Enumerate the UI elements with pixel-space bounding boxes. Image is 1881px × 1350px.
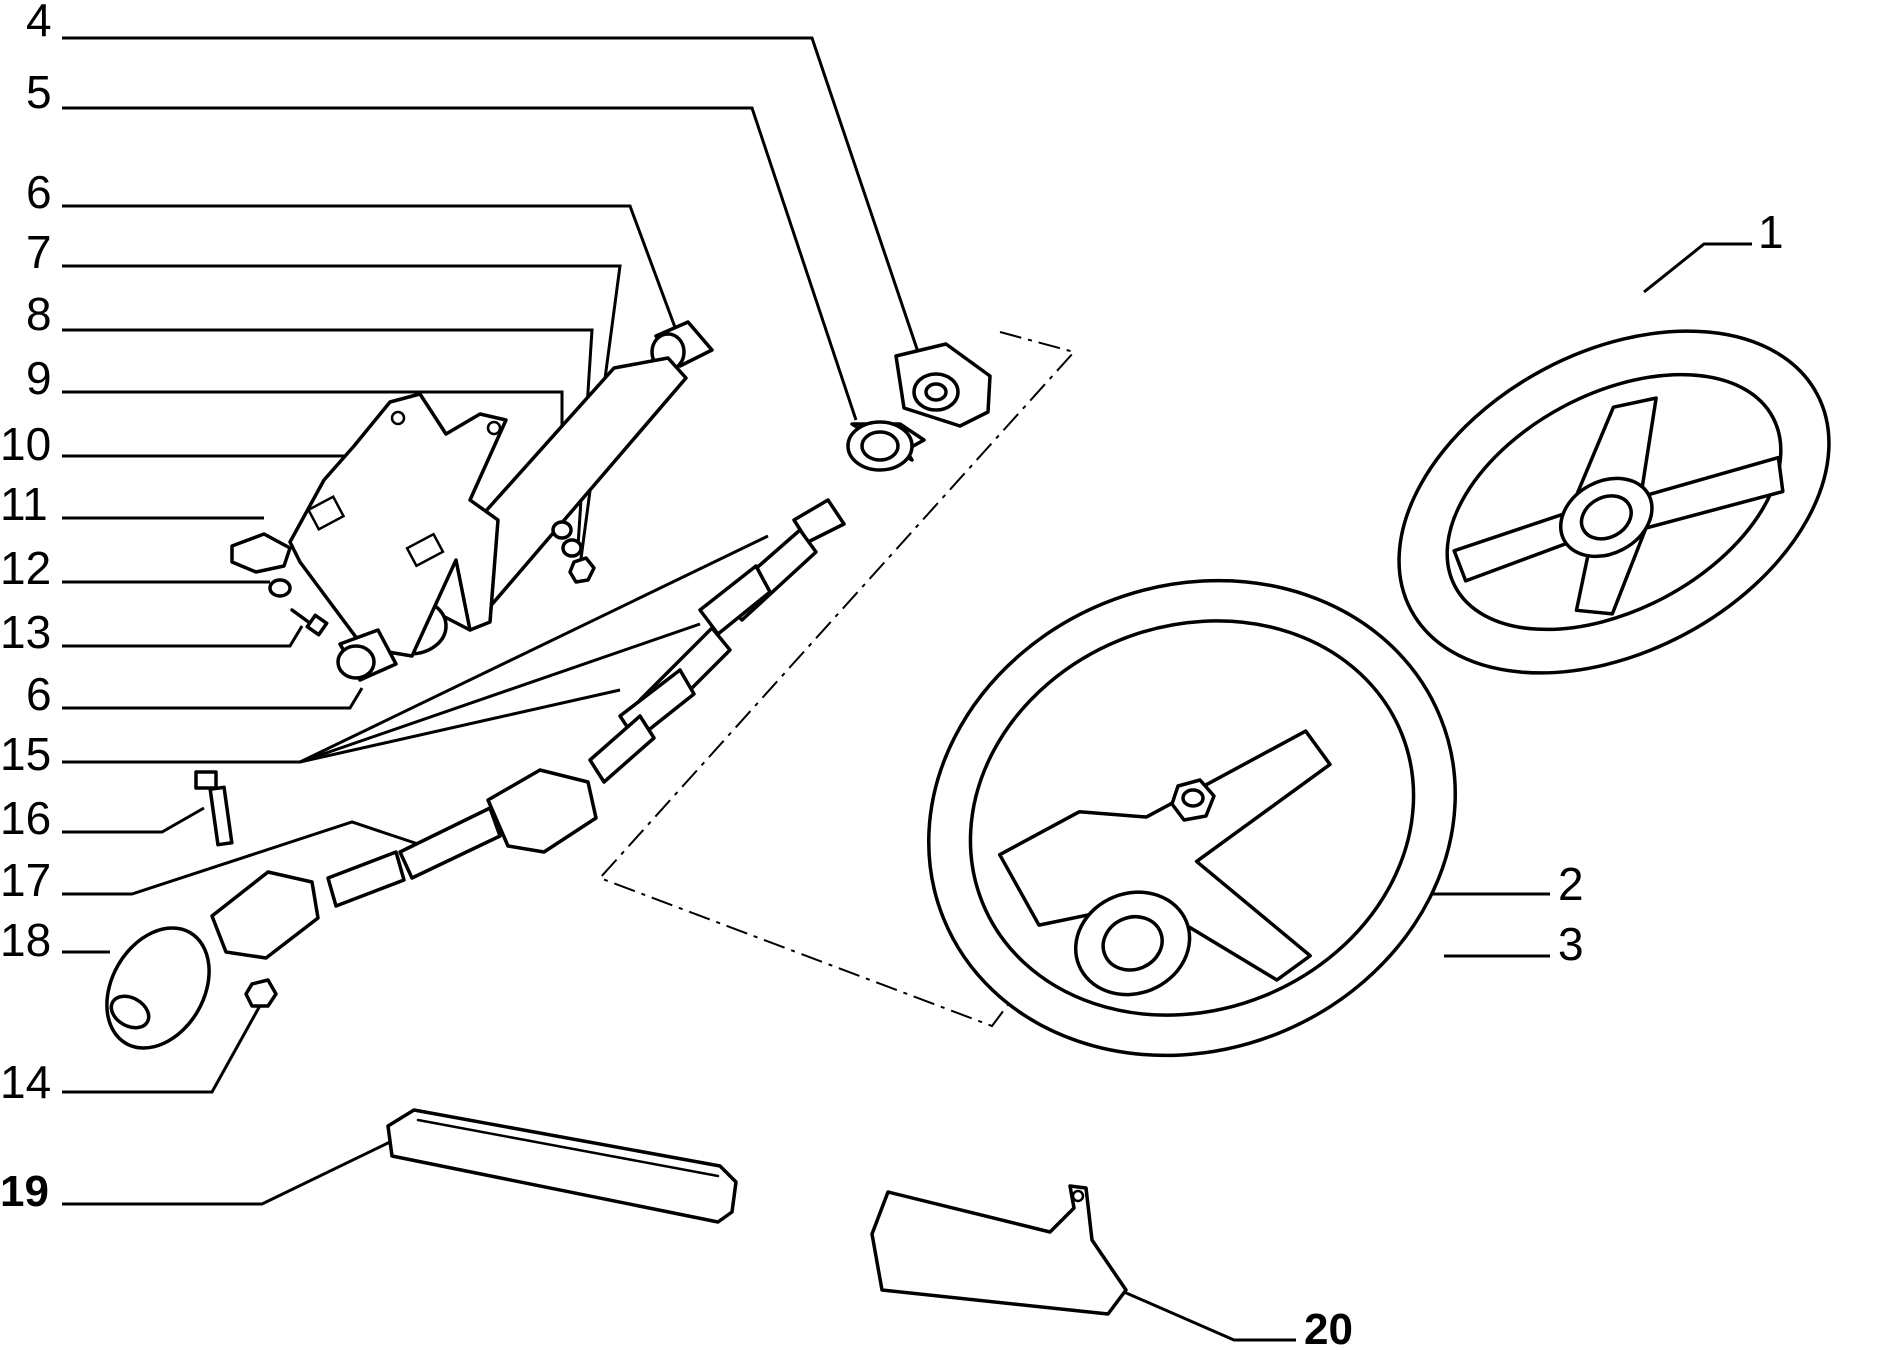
part-17-intermediate-shaft <box>210 768 598 960</box>
part-17-upper-joint <box>486 768 598 854</box>
part-19-groove <box>416 1118 720 1178</box>
label-18: 18 <box>0 914 51 966</box>
label-9: 9 <box>26 352 52 404</box>
part-12-washer <box>268 578 292 598</box>
label-19: 19 <box>0 1167 49 1216</box>
label-17: 17 <box>0 854 51 906</box>
part-20-body <box>870 1184 1128 1316</box>
part-10-slot-right <box>405 532 445 568</box>
leader-4 <box>62 36 920 353</box>
label-20: 20 <box>1304 1305 1353 1350</box>
label-7: 7 <box>26 226 52 278</box>
callout-labels: 4 5 6 7 8 9 10 11 12 13 6 15 16 17 18 14… <box>0 0 1784 1350</box>
wheel-3-hub-spline <box>1101 915 1164 972</box>
part-18-outer <box>105 926 211 1050</box>
part-20-cover <box>870 1184 1128 1316</box>
leader-13 <box>62 625 304 648</box>
leader-6-bottom <box>62 687 364 710</box>
steering-wheel-1 <box>1397 329 1831 675</box>
leader-20 <box>1123 1290 1296 1342</box>
part-18-boot <box>105 926 211 1050</box>
part-5-inner <box>860 430 900 462</box>
part-18-inner <box>109 994 151 1030</box>
part-6-top-bushing <box>650 320 714 372</box>
nut-2-hole <box>1181 788 1205 808</box>
label-13: 13 <box>0 606 51 658</box>
part-4-switch-bracket <box>894 342 992 428</box>
leader-17 <box>62 820 425 896</box>
leader-1 <box>1643 242 1752 294</box>
label-4: 4 <box>26 0 52 46</box>
shaft-middle-collar <box>698 564 772 636</box>
leader-15-c <box>299 688 621 764</box>
part-10-column-bracket <box>288 392 508 658</box>
part-10-hole-right <box>486 420 502 436</box>
part-6-bottom-face <box>336 644 376 680</box>
part-13-head <box>305 613 329 637</box>
part-17-lower-tube <box>326 850 406 908</box>
part-16-shank <box>208 785 234 847</box>
part-10-hole-left <box>390 410 406 426</box>
label-10: 10 <box>0 418 51 470</box>
label-6-top: 6 <box>26 166 52 218</box>
part-10-body <box>288 392 508 658</box>
wheel-1-hub-spline <box>1579 494 1633 541</box>
label-8: 8 <box>26 288 52 340</box>
leader-16 <box>62 806 205 834</box>
part-17-upper-tube <box>398 806 502 880</box>
label-5: 5 <box>26 66 52 118</box>
part-16-bolt <box>194 770 234 847</box>
leader-lines <box>62 36 1752 1342</box>
part-17-lower-joint <box>210 870 320 960</box>
nut-2 <box>1170 778 1216 822</box>
part-8-washer <box>561 538 583 558</box>
label-11: 11 <box>0 478 48 530</box>
label-2: 2 <box>1558 858 1584 910</box>
part-9-washer <box>551 520 573 540</box>
part-14-nut <box>244 978 278 1008</box>
part-4-bore-inner <box>924 382 948 402</box>
part-19-body <box>386 1108 738 1224</box>
part-13-screw <box>290 608 329 637</box>
leader-14 <box>62 1001 264 1094</box>
label-14: 14 <box>0 1056 51 1108</box>
leader-19 <box>62 1140 391 1206</box>
shaft-lower-spline <box>588 714 656 784</box>
leader-6-top <box>62 204 678 331</box>
label-1: 1 <box>1758 206 1784 258</box>
part-20-hole <box>1071 1189 1085 1203</box>
label-3: 3 <box>1558 918 1584 970</box>
part-15-shafts <box>588 498 846 784</box>
part-16-head <box>194 770 218 790</box>
part-11-body <box>230 532 292 574</box>
label-6-bottom: 6 <box>26 668 52 720</box>
part-10-slot-left <box>306 495 346 531</box>
part-6-bottom-bushing <box>336 628 398 682</box>
part-7-nut <box>568 556 596 584</box>
part-19-trim-strip <box>386 1108 738 1224</box>
part-11-clip <box>230 532 292 574</box>
leader-15-b <box>299 622 701 764</box>
part-5-ring <box>846 420 926 472</box>
label-15: 15 <box>0 728 51 780</box>
leader-5 <box>62 106 858 421</box>
label-16: 16 <box>0 792 51 844</box>
label-12: 12 <box>0 542 51 594</box>
